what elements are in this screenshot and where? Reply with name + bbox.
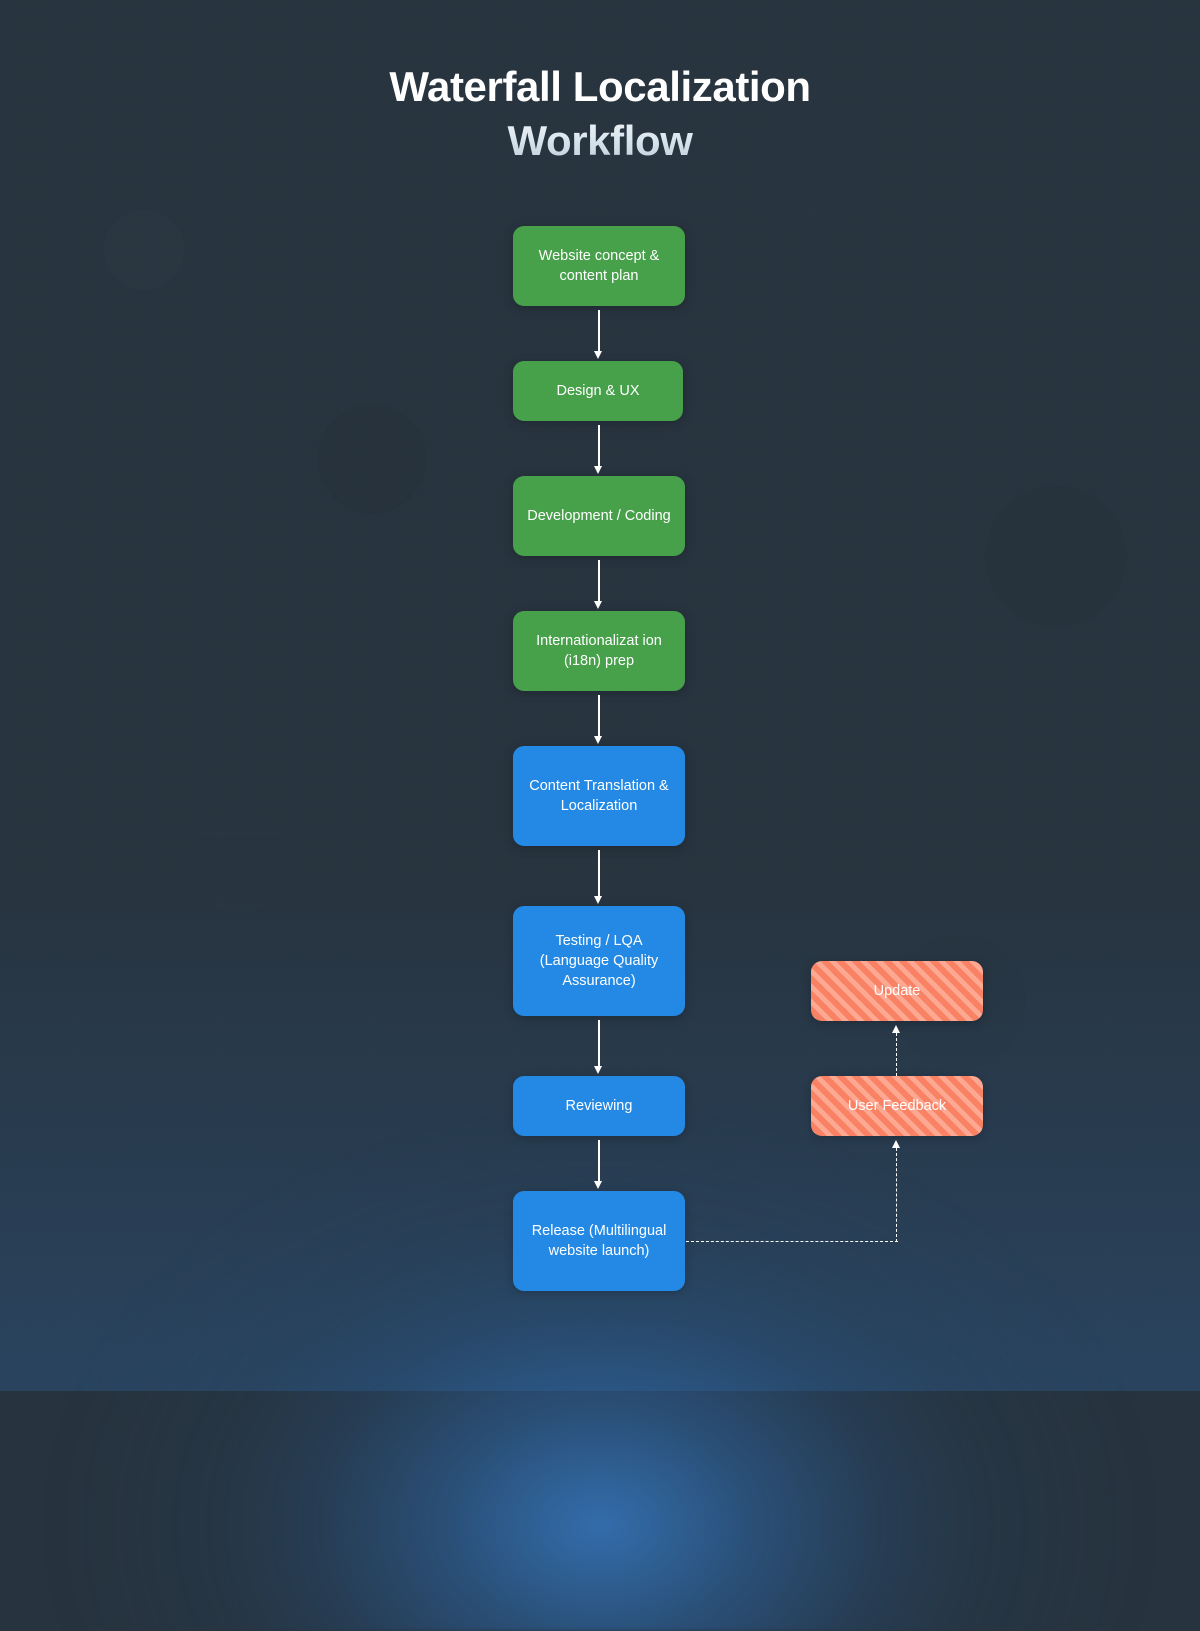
node-user-feedback[interactable]: User Feedback bbox=[811, 1076, 983, 1136]
page-title: Waterfall Localization Workflow bbox=[0, 60, 1200, 168]
node-label: Internationalizat ion (i18n) prep bbox=[536, 633, 662, 669]
arrowhead-down-icon bbox=[594, 351, 602, 359]
node-label: Design & UX bbox=[556, 383, 640, 399]
arrowhead-down-icon bbox=[594, 1181, 602, 1189]
page-title-line-1: Waterfall Localization bbox=[389, 63, 811, 110]
node-label: Content Translation & Localization bbox=[529, 778, 669, 814]
node-reviewing[interactable]: Reviewing bbox=[513, 1076, 685, 1136]
node-label: Development / Coding bbox=[527, 508, 671, 524]
node-label: Reviewing bbox=[565, 1098, 633, 1114]
node-label: Testing / LQA (Language Quality Assuranc… bbox=[539, 933, 659, 989]
arrowhead-down-icon bbox=[594, 736, 602, 744]
arrowhead-down-icon bbox=[594, 1066, 602, 1074]
node-label: Update bbox=[873, 983, 921, 999]
node-update[interactable]: Update bbox=[811, 961, 983, 1021]
arrowhead-down-icon bbox=[594, 896, 602, 904]
arrowhead-up-icon bbox=[892, 1025, 900, 1033]
node-label: Website concept & content plan bbox=[538, 248, 660, 284]
node-content-translation[interactable]: Content Translation & Localization bbox=[513, 746, 685, 846]
connector-dashed-vertical bbox=[896, 1033, 897, 1076]
node-website-concept[interactable]: Website concept & content plan bbox=[513, 226, 685, 306]
connector-line bbox=[598, 560, 600, 603]
node-design-ux[interactable]: Design & UX bbox=[513, 361, 683, 421]
connector-line bbox=[598, 1020, 600, 1068]
connector-line bbox=[598, 695, 600, 738]
node-testing-lqa[interactable]: Testing / LQA (Language Quality Assuranc… bbox=[513, 906, 685, 1016]
arrowhead-down-icon bbox=[594, 466, 602, 474]
diagram-canvas: Waterfall Localization Workflow Website … bbox=[0, 60, 1200, 1291]
connector-dashed-horizontal bbox=[686, 1241, 898, 1242]
arrowhead-down-icon bbox=[594, 601, 602, 609]
node-release[interactable]: Release (Multilingual website launch) bbox=[513, 1191, 685, 1291]
arrowhead-up-icon bbox=[892, 1140, 900, 1148]
connector-line bbox=[598, 310, 600, 353]
connector-dashed-vertical bbox=[896, 1148, 897, 1242]
node-i18n-prep[interactable]: Internationalizat ion (i18n) prep bbox=[513, 611, 685, 691]
node-label: User Feedback bbox=[847, 1098, 947, 1114]
connector-line bbox=[598, 1140, 600, 1183]
node-label: Release (Multilingual website launch) bbox=[531, 1223, 667, 1259]
connector-line bbox=[598, 850, 600, 898]
node-development-coding[interactable]: Development / Coding bbox=[513, 476, 685, 556]
page-title-line-2: Workflow bbox=[0, 114, 1200, 168]
connector-line bbox=[598, 425, 600, 468]
